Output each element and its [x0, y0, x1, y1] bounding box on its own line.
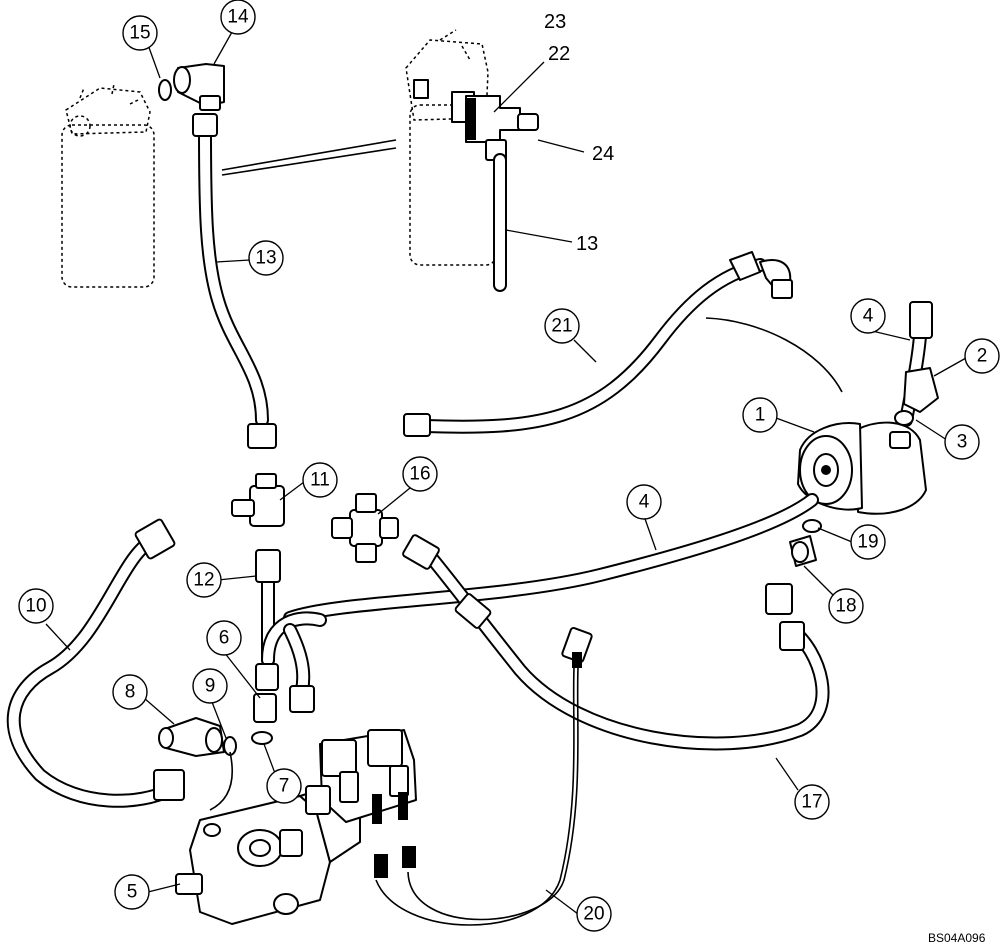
label-13-right: 13	[576, 233, 598, 255]
hose-4	[283, 493, 819, 625]
hydraulic-pump-1	[797, 421, 927, 515]
wiring-harness-20	[209, 667, 579, 926]
callout-14: 14	[220, 0, 256, 35]
o-ring-7	[251, 731, 273, 745]
leader-lines	[45, 31, 967, 915]
tee-fitting-11	[231, 473, 285, 527]
svg-text:17: 17	[801, 792, 822, 813]
callout-6: 6	[206, 620, 242, 656]
callout-13: 13	[248, 240, 284, 276]
svg-text:1: 1	[755, 405, 766, 426]
svg-text:7: 7	[279, 776, 290, 797]
svg-text:20: 20	[583, 904, 604, 925]
callout-11: 11	[302, 462, 338, 498]
hose-10	[6, 518, 185, 808]
tee-fitting-22-23	[465, 95, 539, 161]
callout-4-hose: 4	[626, 484, 662, 520]
callout-1: 1	[742, 397, 778, 433]
callout-12: 12	[186, 562, 222, 598]
label-23: 23	[544, 11, 566, 33]
callout-19: 19	[850, 524, 886, 560]
callout-20: 20	[576, 896, 612, 932]
svg-text:13: 13	[255, 248, 276, 269]
callout-2: 2	[964, 338, 1000, 374]
tube-branch	[255, 611, 327, 713]
elbow-fitting-8	[158, 717, 225, 757]
hose-21-routing-line	[705, 317, 843, 393]
o-ring-19	[802, 519, 822, 533]
hose-13	[192, 113, 277, 449]
callout-4-top: 4	[850, 298, 886, 334]
svg-text:9: 9	[205, 676, 216, 697]
svg-text:12: 12	[193, 570, 214, 591]
label-24: 24	[592, 143, 614, 165]
callout-21: 21	[544, 308, 580, 344]
cross-fitting-16	[331, 493, 399, 563]
callout-16: 16	[402, 456, 438, 492]
hose-17	[402, 534, 830, 751]
harness-connectors	[374, 626, 593, 878]
callout-5: 5	[114, 874, 150, 910]
filter-right-phantom	[405, 29, 497, 266]
svg-text:5: 5	[127, 882, 138, 903]
pump-inlet-fittings	[894, 301, 939, 427]
svg-text:14: 14	[227, 7, 249, 28]
filter-left-phantom	[61, 83, 155, 288]
hose-21	[403, 251, 793, 437]
callout-15: 15	[122, 15, 158, 51]
svg-text:15: 15	[129, 23, 150, 44]
svg-text:21: 21	[551, 316, 572, 337]
elbow-fitting-14	[173, 63, 225, 111]
svg-text:18: 18	[835, 596, 856, 617]
callout-3: 3	[944, 424, 980, 460]
svg-text:19: 19	[857, 532, 878, 553]
connector-6	[253, 693, 277, 723]
callout-17: 17	[794, 784, 830, 820]
callout-8: 8	[112, 674, 148, 710]
svg-text:8: 8	[125, 682, 136, 703]
label-22: 22	[548, 43, 570, 65]
callout-18: 18	[828, 588, 864, 624]
svg-text:16: 16	[409, 464, 430, 485]
svg-text:6: 6	[219, 628, 230, 649]
o-ring-15	[158, 79, 172, 101]
adapter-fitting-18	[789, 535, 817, 567]
callout-10: 10	[18, 588, 54, 624]
callout-9: 9	[192, 668, 228, 704]
solenoid-block	[305, 729, 417, 824]
svg-text:10: 10	[25, 596, 46, 617]
svg-text:4: 4	[639, 492, 650, 513]
svg-text:2: 2	[977, 346, 988, 367]
svg-text:4: 4	[863, 306, 874, 327]
view-connector-lines	[221, 139, 397, 176]
svg-text:11: 11	[310, 470, 330, 491]
callout-7: 7	[266, 768, 302, 804]
drawing-code: BS04A096	[928, 931, 986, 945]
svg-text:3: 3	[957, 432, 968, 453]
